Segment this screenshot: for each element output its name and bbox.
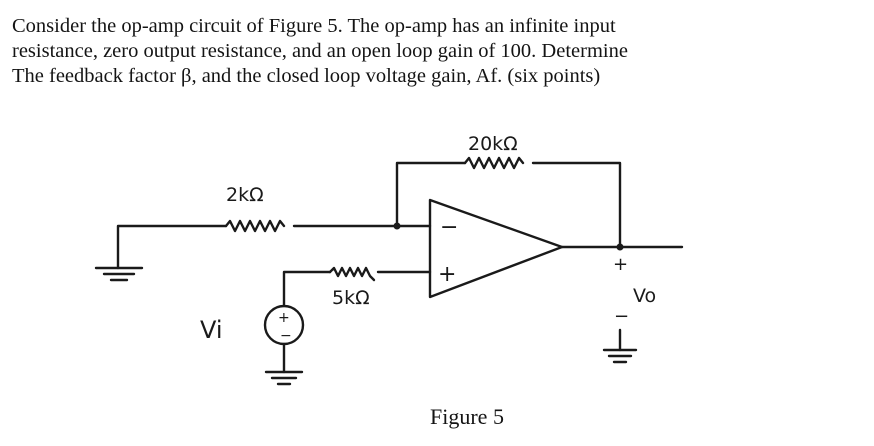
- wire-feedback-left: [395, 161, 467, 228]
- inverting-node-dot: [393, 222, 401, 230]
- output-label: Vo: [633, 285, 656, 307]
- question-line-2: resistance, zero output resistance, and …: [12, 40, 628, 62]
- opamp-plus-sign: +: [438, 262, 456, 287]
- voltage-source-icon: [263, 304, 305, 346]
- question-line-3: The feedback factor β, and the closed lo…: [12, 65, 601, 87]
- source-label: Vi: [200, 316, 223, 344]
- feedback-resistor-20k: [463, 156, 525, 170]
- question-text: Consider the op-amp circuit of Figure 5.…: [12, 14, 868, 89]
- plus-resistor-label: 5kΩ: [332, 287, 370, 309]
- wire-feedback-right: [531, 161, 622, 249]
- ground-output-icon: [602, 348, 638, 364]
- figure-caption: Figure 5: [430, 404, 504, 429]
- ground-source-icon: [264, 370, 304, 386]
- ground-left-icon: [94, 266, 144, 282]
- wire-ground-to-input-resistor: [116, 224, 228, 270]
- question-line-1: Consider the op-amp circuit of Figure 5.…: [12, 15, 616, 37]
- feedback-resistor-label: 20kΩ: [468, 133, 518, 155]
- opamp-minus-sign: −: [440, 215, 458, 240]
- plus-resistor-5k: [328, 266, 376, 282]
- source-minus-sign: −: [280, 328, 292, 344]
- output-minus-sign: −: [614, 306, 629, 327]
- source-plus-sign: +: [278, 310, 290, 326]
- input-resistor-label: 2kΩ: [226, 184, 264, 206]
- wire-plus-input: [282, 270, 332, 308]
- output-node-dot: [616, 243, 624, 251]
- input-resistor-2k: [224, 219, 286, 233]
- op-amp-triangle: [428, 198, 564, 299]
- output-plus-sign: +: [613, 254, 628, 275]
